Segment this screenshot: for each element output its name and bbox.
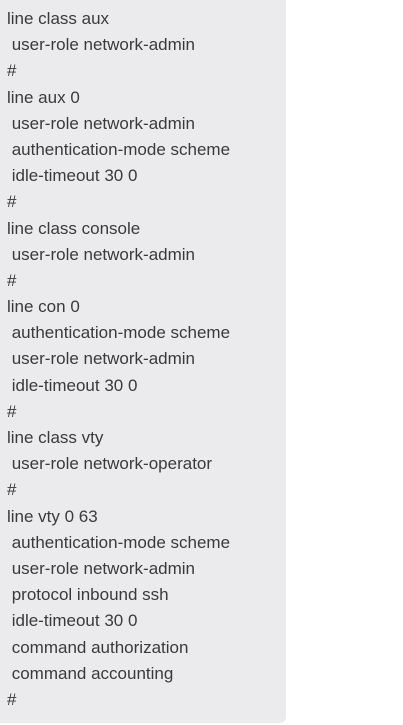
code-line: line con 0 (7, 297, 80, 317)
code-line: idle-timeout 30 0 (7, 166, 138, 186)
code-line: # (7, 689, 17, 709)
code-line: user-role network-operator (7, 454, 213, 474)
code-line: # (7, 270, 17, 290)
config-code-block: line class aux user-role network-admin #… (0, 0, 286, 723)
code-line: # (7, 61, 17, 81)
code-line: # (7, 480, 17, 500)
code-line: user-role network-admin (7, 113, 196, 133)
code-line: line aux 0 (7, 87, 80, 107)
code-line: protocol inbound ssh (7, 585, 169, 605)
code-line: user-role network-admin (7, 558, 196, 578)
code-line: line class console (7, 218, 141, 238)
code-line: authentication-mode scheme (7, 323, 231, 343)
code-line: idle-timeout 30 0 (7, 611, 138, 631)
code-line: line vty 0 63 (7, 506, 98, 526)
code-line: # (7, 192, 17, 212)
code-line: user-role network-admin (7, 35, 196, 55)
code-line: line class vty (7, 428, 104, 447)
code-line: user-role network-admin (7, 349, 196, 369)
code-line: authentication-mode scheme (7, 532, 231, 552)
code-line: # (7, 401, 17, 421)
code-line: user-role network-admin (7, 244, 196, 264)
code-line: command authorization (7, 637, 189, 657)
code-line: authentication-mode scheme (7, 139, 231, 159)
code-line: command accounting (7, 663, 174, 683)
code-line: line class aux (7, 9, 110, 28)
code-line: idle-timeout 30 0 (7, 375, 138, 395)
